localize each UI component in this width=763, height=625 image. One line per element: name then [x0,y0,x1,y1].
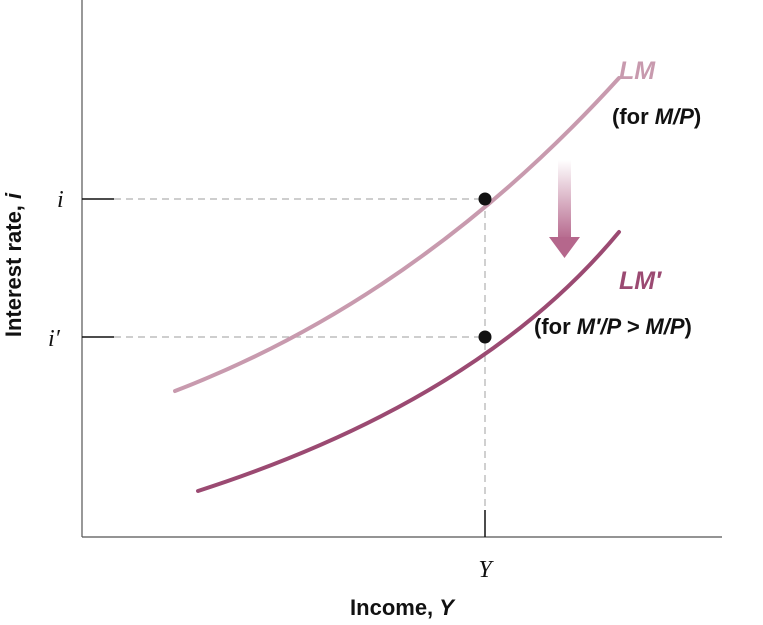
lm-prime-note: (for M′/P > M/P) [534,314,692,339]
x-axis-title: Income, Y [350,595,456,620]
point-lm [478,192,492,206]
lm-note: (for M/P) [612,104,701,129]
lm-curve [173,76,621,393]
shift-down-arrow [549,160,580,258]
point-lm-prime [478,330,492,344]
x-tick-label-y: Y [478,557,494,583]
lm-label: LM [619,57,656,85]
lm-prime-curve [196,230,621,493]
lm-prime-label: LM′ [619,267,662,295]
y-tick-label-i: i [57,187,64,213]
y-tick-label-i-prime: i′ [48,326,61,352]
y-axis-title: Interest rate, i [1,192,26,337]
